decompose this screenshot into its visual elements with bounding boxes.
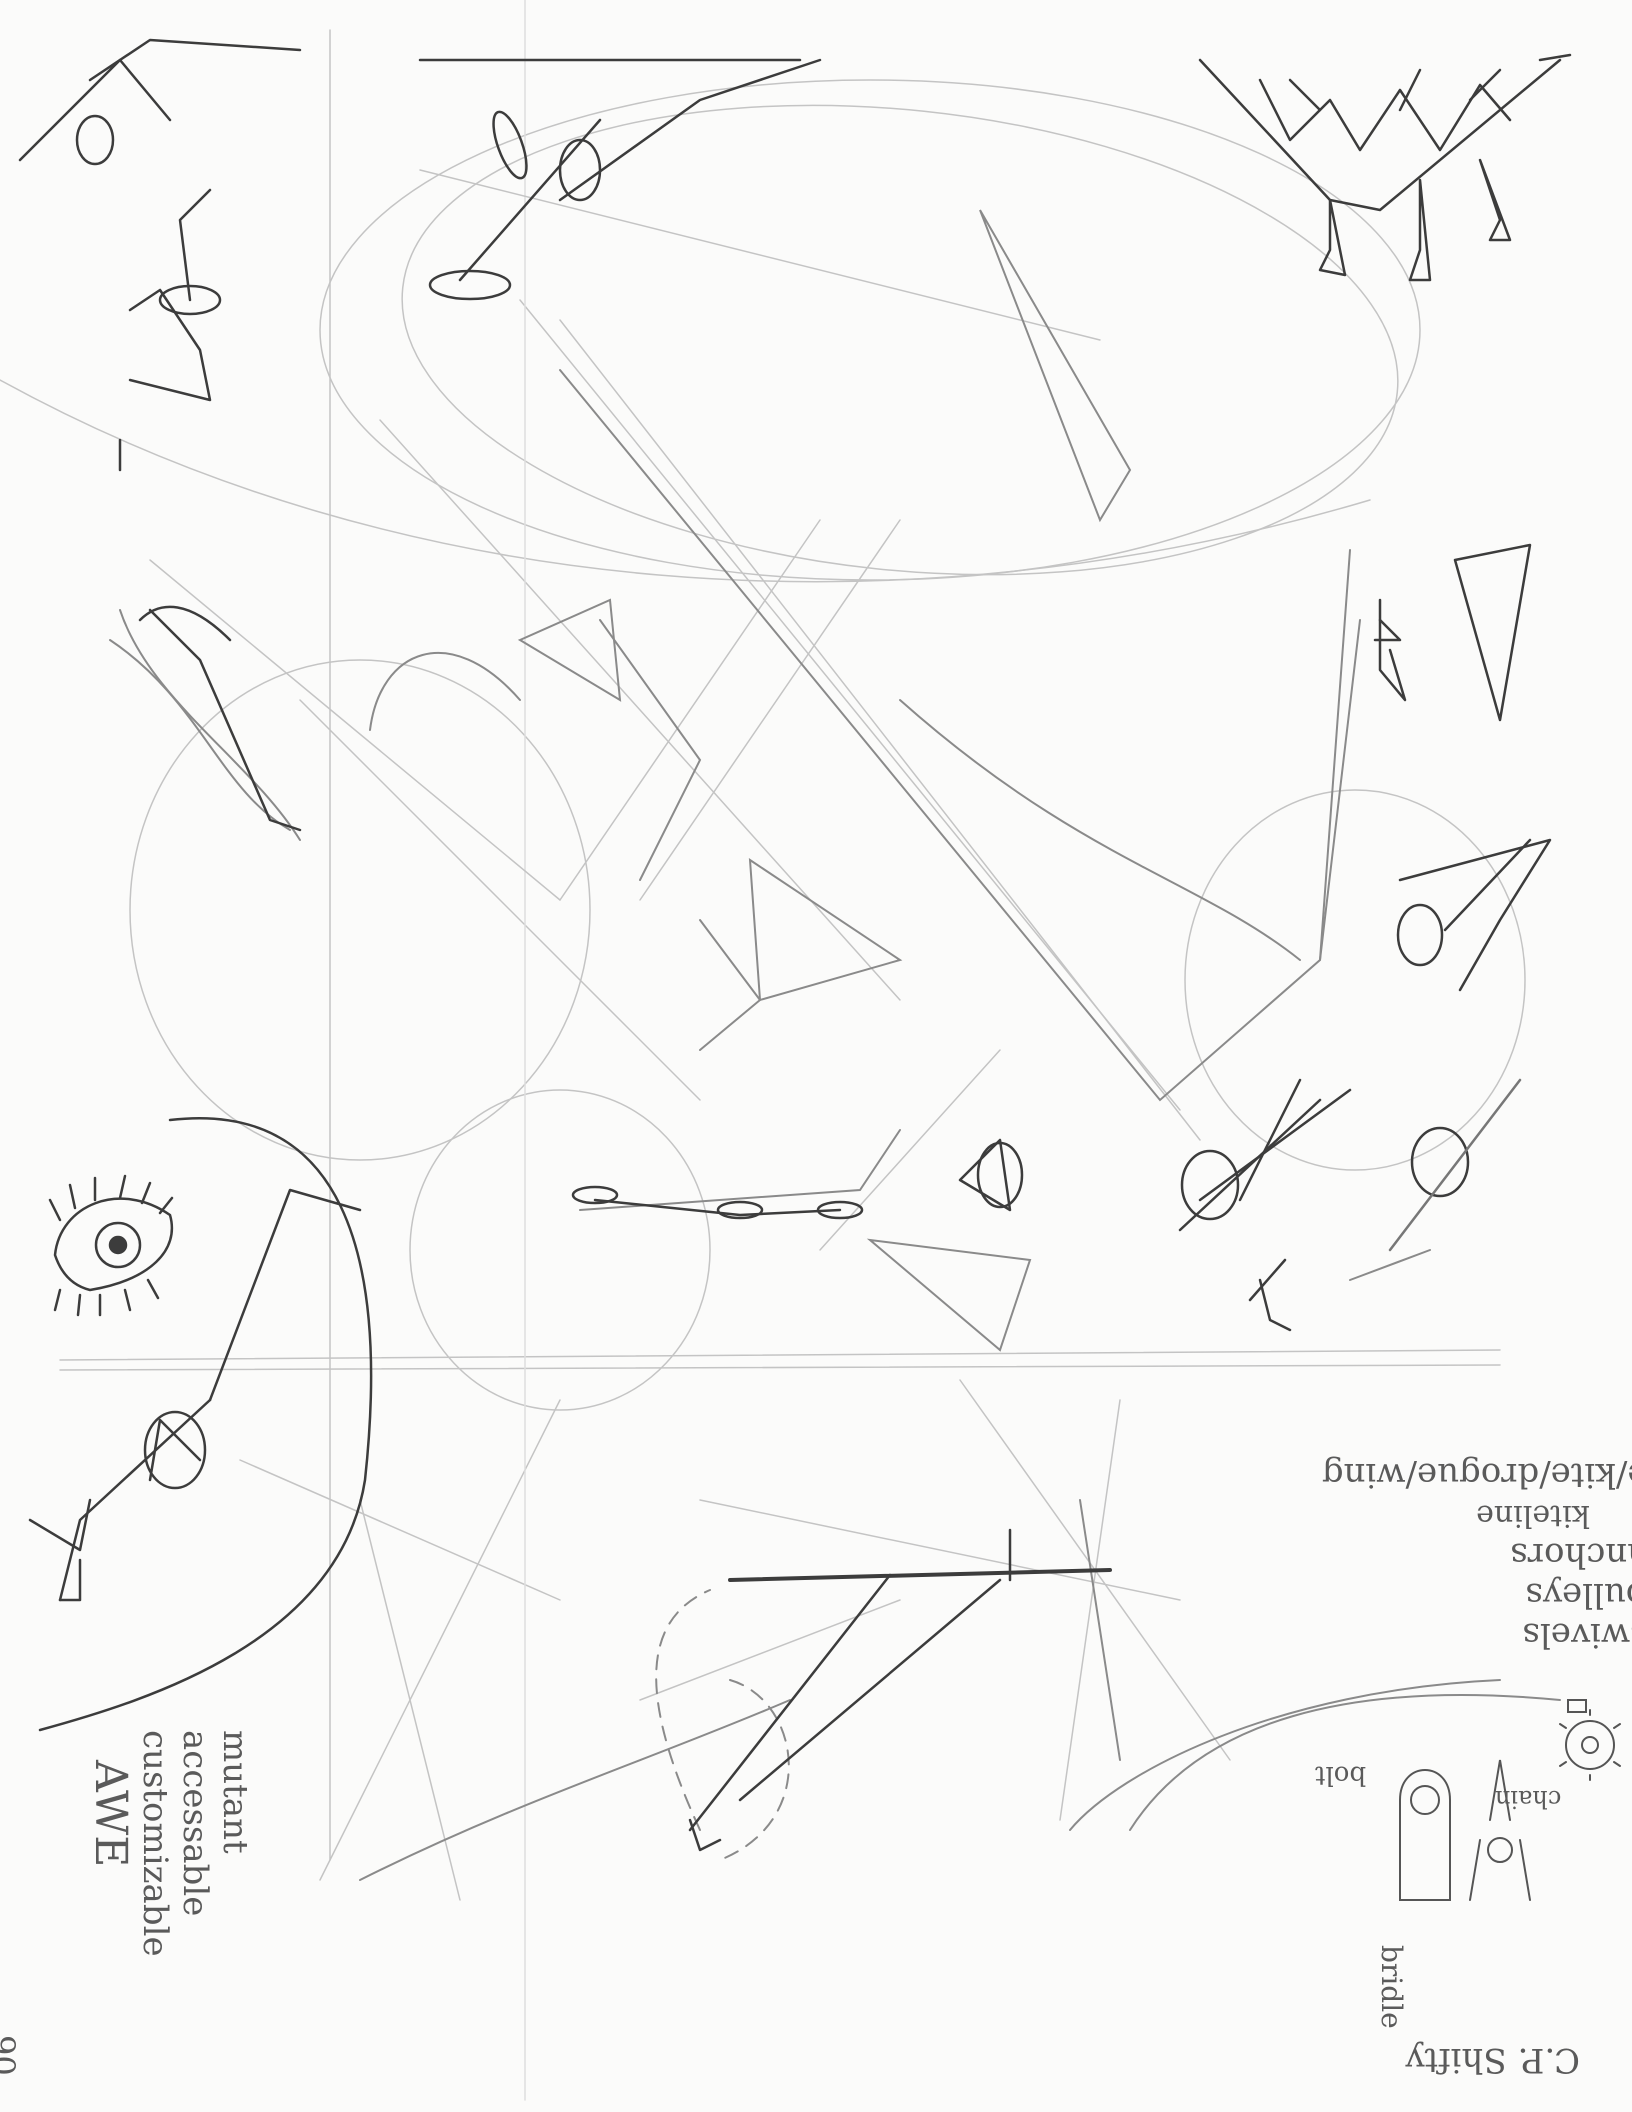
parts-list-item: 7 anchors xyxy=(1250,1535,1632,1575)
label-bolt: bolt xyxy=(1315,1760,1366,1790)
side-word: accessable xyxy=(175,1730,215,1916)
parts-list-item: 3 pulleys xyxy=(1250,1575,1632,1615)
side-word: customizable xyxy=(135,1730,175,1957)
label-bridle: bridle xyxy=(1375,1945,1408,2029)
parts-list: 3 swivels 3 pulleys 7 anchors kiteline I… xyxy=(1250,1395,1632,1655)
parts-list-item: Ice/kite/drogue/wing xyxy=(1250,1455,1632,1495)
side-word: AWE xyxy=(90,1760,130,1867)
side-words: mutant accessable customizable AWE xyxy=(255,1730,635,2030)
side-word: mutant xyxy=(215,1730,255,1854)
parts-list-item: kiteline xyxy=(1250,1495,1632,1535)
label-chain: chain xyxy=(1495,1785,1561,1813)
signature: C.P. Shifty xyxy=(1340,2040,1580,2080)
parts-list-item: 3 swivels xyxy=(1250,1615,1632,1655)
page-number: 90 xyxy=(0,2035,22,2076)
